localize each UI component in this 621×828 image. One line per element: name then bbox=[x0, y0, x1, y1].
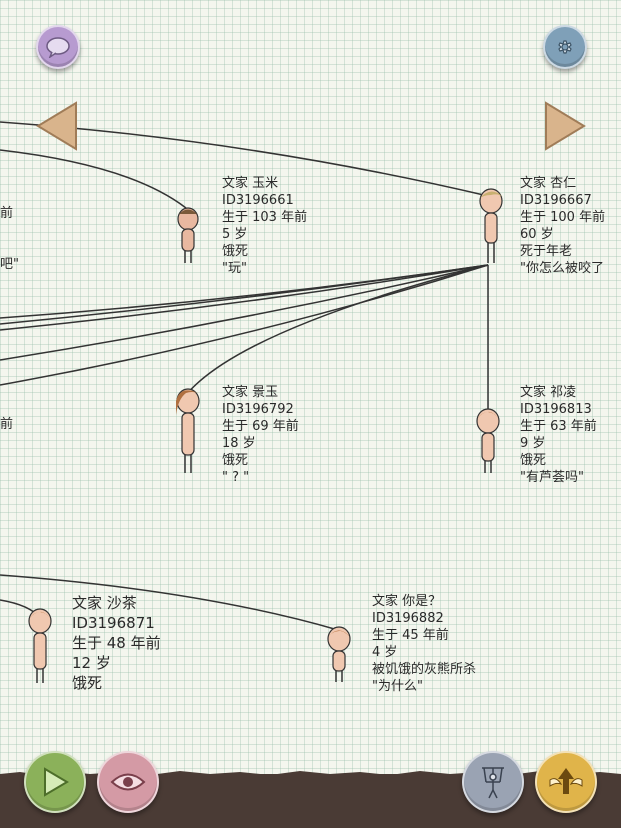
eye-icon bbox=[110, 773, 146, 791]
person-last-words: "玩" bbox=[222, 261, 247, 276]
person-age: 5 岁 bbox=[222, 227, 248, 242]
info-line bbox=[0, 222, 19, 239]
person-xingren[interactable] bbox=[474, 185, 508, 267]
person-yumi[interactable] bbox=[172, 205, 204, 267]
settings-button[interactable] bbox=[543, 25, 587, 69]
person-age: 4 岁 bbox=[372, 645, 398, 660]
person-shacha[interactable] bbox=[24, 605, 56, 687]
chat-bubble-icon bbox=[46, 37, 70, 58]
person-info-left-mid: 前 bbox=[0, 416, 13, 433]
info-line bbox=[0, 239, 19, 256]
chat-button[interactable] bbox=[36, 25, 80, 69]
person-info-shacha: 文家 沙茶 ID3196871 生于 48 年前 12 岁 饿死 bbox=[72, 593, 161, 693]
info-line: 吧" bbox=[0, 257, 19, 272]
person-name: 文家 你是？ bbox=[372, 594, 442, 609]
puppet-icon bbox=[482, 767, 504, 799]
person-name: 文家 景玉 bbox=[222, 385, 279, 400]
person-name: 文家 沙茶 bbox=[72, 594, 137, 612]
person-id: ID3196813 bbox=[520, 402, 592, 417]
person-death: 死于年老 bbox=[520, 244, 573, 259]
person-id: ID3196871 bbox=[72, 614, 155, 632]
person-age: 60 岁 bbox=[520, 227, 554, 242]
person-id: ID3196882 bbox=[372, 611, 444, 626]
up-arrow-wings-icon bbox=[549, 768, 583, 794]
person-birth: 生于 48 年前 bbox=[72, 634, 161, 652]
person-death: 饿死 bbox=[222, 453, 249, 468]
person-death: 饿死 bbox=[520, 453, 547, 468]
person-name: 文家 玉米 bbox=[222, 176, 279, 191]
person-nishi[interactable] bbox=[324, 625, 354, 685]
right-arrow-icon bbox=[545, 101, 586, 151]
info-line: 前 bbox=[0, 206, 14, 221]
left-arrow-icon bbox=[36, 101, 77, 151]
person-last-words: "你怎么被咬了 bbox=[520, 261, 604, 276]
person-info-qiling: 文家 祁凌 ID3196813 生于 63 年前 9 岁 饿死 "有芦荟吗" bbox=[520, 384, 597, 486]
person-last-words: "有芦荟吗" bbox=[520, 470, 584, 485]
upgrade-button[interactable] bbox=[535, 751, 597, 813]
ground bbox=[0, 774, 621, 828]
person-info-jingyu: 文家 景玉 ID3196792 生于 69 年前 18 岁 饿死 " ? " bbox=[222, 384, 299, 486]
puppet-button[interactable] bbox=[462, 751, 524, 813]
person-info-nishi: 文家 你是？ ID3196882 生于 45 年前 4 岁 被饥饿的灰熊所杀 "… bbox=[372, 593, 476, 695]
person-birth: 生于 103 年前 bbox=[222, 210, 308, 225]
person-id: ID3196661 bbox=[222, 193, 294, 208]
person-qiling[interactable] bbox=[472, 405, 504, 477]
next-arrow-button[interactable] bbox=[542, 100, 588, 152]
person-last-words: "为什么" bbox=[372, 679, 423, 694]
person-birth: 生于 100 年前 bbox=[520, 210, 606, 225]
person-birth: 生于 69 年前 bbox=[222, 419, 299, 434]
person-death: 饿死 bbox=[72, 674, 103, 692]
person-name: 文家 杏仁 bbox=[520, 176, 577, 191]
person-info-xingren: 文家 杏仁 ID3196667 生于 100 年前 60 岁 死于年老 "你怎么… bbox=[520, 175, 605, 277]
person-jingyu[interactable] bbox=[170, 385, 204, 477]
person-age: 18 岁 bbox=[222, 436, 256, 451]
person-age: 12 岁 bbox=[72, 654, 111, 672]
person-death: 饿死 bbox=[222, 244, 249, 259]
view-button[interactable] bbox=[97, 751, 159, 813]
person-name: 文家 祁凌 bbox=[520, 385, 577, 400]
person-info-left-top: 前 吧" bbox=[0, 205, 19, 273]
person-id: ID3196667 bbox=[520, 193, 592, 208]
person-birth: 生于 63 年前 bbox=[520, 419, 597, 434]
gear-icon bbox=[558, 40, 572, 54]
play-button[interactable] bbox=[24, 751, 86, 813]
person-info-yumi: 文家 玉米 ID3196661 生于 103 年前 5 岁 饿死 "玩" bbox=[222, 175, 307, 277]
play-icon bbox=[44, 767, 69, 797]
person-birth: 生于 45 年前 bbox=[372, 628, 449, 643]
person-id: ID3196792 bbox=[222, 402, 294, 417]
prev-arrow-button[interactable] bbox=[34, 100, 80, 152]
info-line: 前 bbox=[0, 417, 14, 432]
person-last-words: " ? " bbox=[222, 470, 250, 485]
person-death: 被饥饿的灰熊所杀 bbox=[372, 662, 477, 677]
person-age: 9 岁 bbox=[520, 436, 546, 451]
